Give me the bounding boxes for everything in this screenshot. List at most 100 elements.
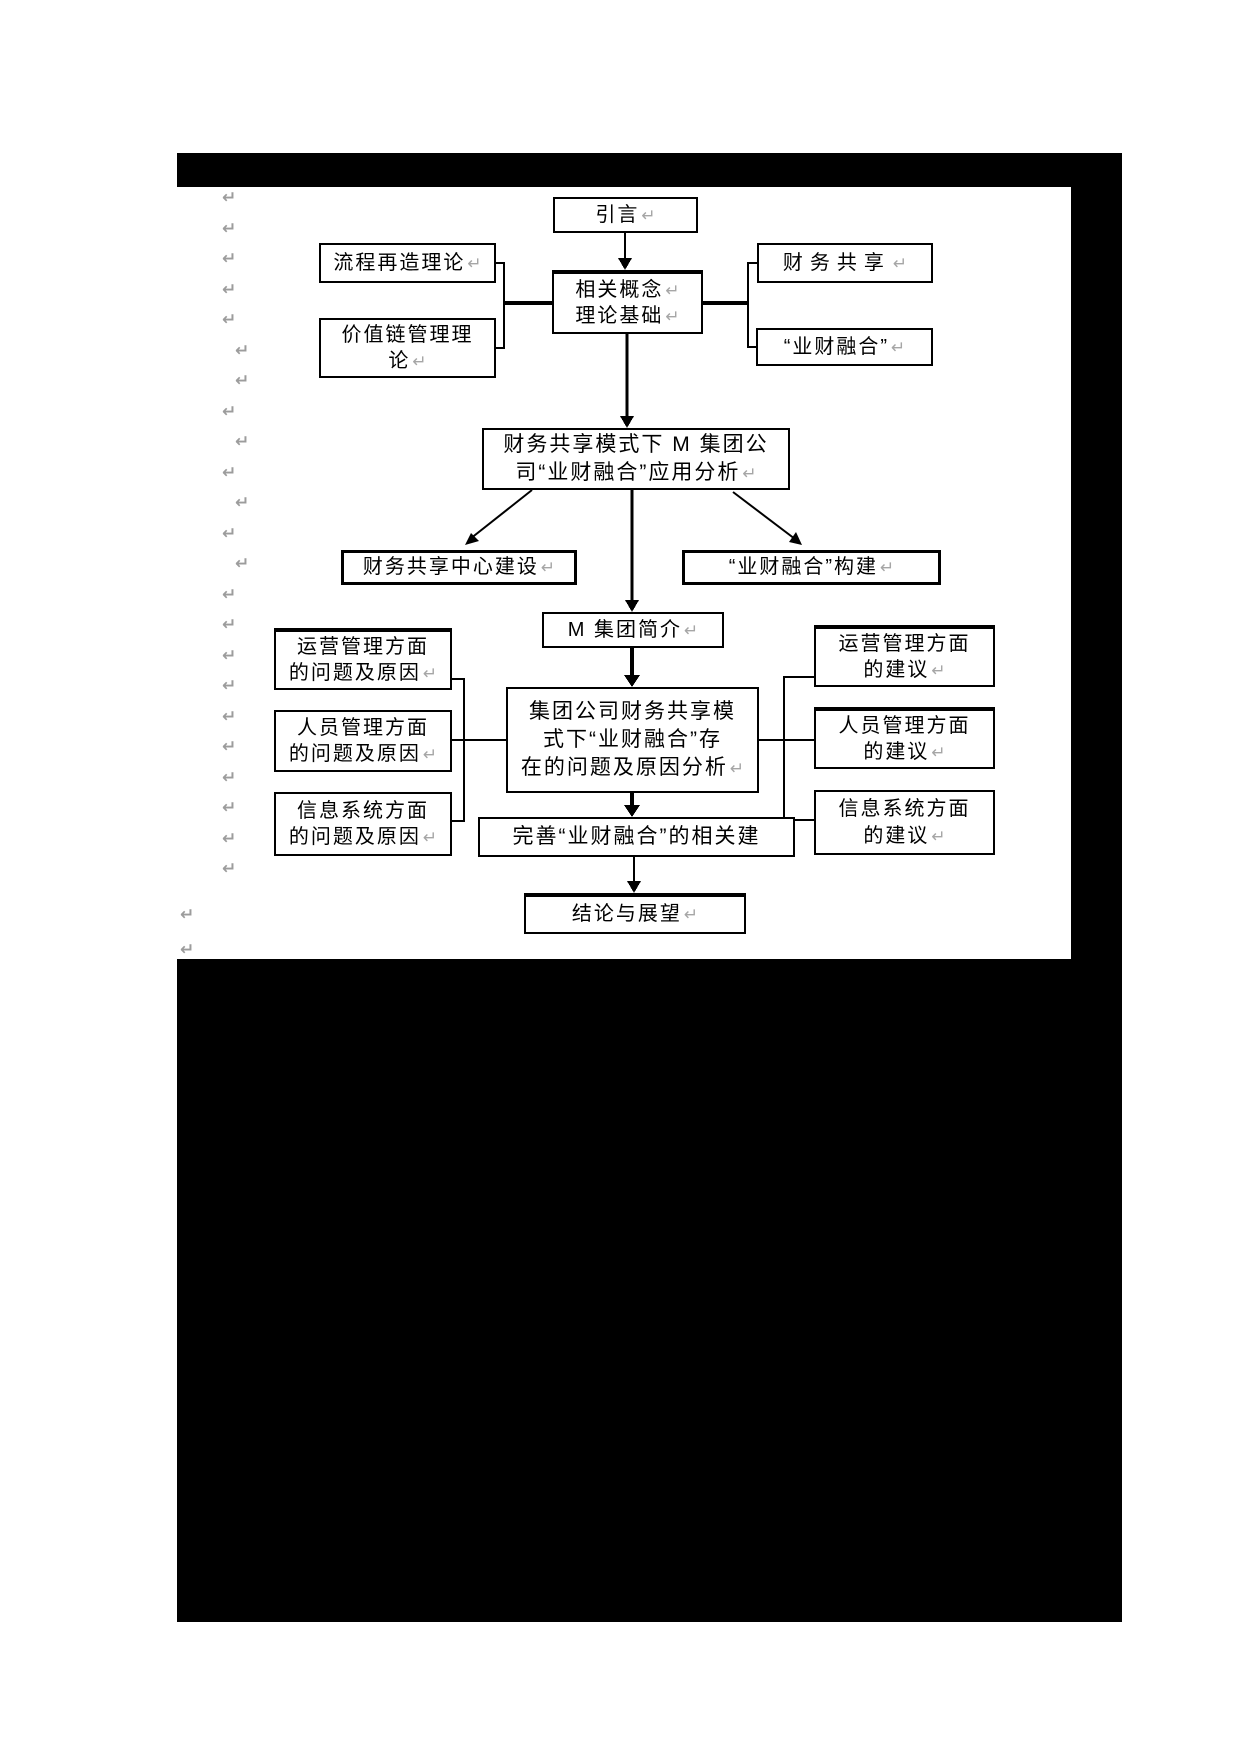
flow-box-label: 的问题及原因↵ xyxy=(288,826,438,848)
flow-box-label: 的建议↵ xyxy=(863,824,946,847)
bracket-theory-right xyxy=(703,262,757,348)
paragraph-return-mark: ↵ xyxy=(235,341,250,361)
flow-box-label: “业财融合”↵ xyxy=(783,335,906,358)
flow-box-label: 运营管理方面 xyxy=(297,635,429,658)
flow-box-intro: 引言↵ xyxy=(553,197,698,233)
pilcrow-mark: ↵ xyxy=(742,464,757,484)
flow-box-label: 财务共享↵ xyxy=(782,251,908,274)
paragraph-return-mark: ↵ xyxy=(222,859,237,879)
flow-box-label: 理论基础↵ xyxy=(575,305,680,327)
flow-box-label: 人员管理方面 xyxy=(838,714,971,737)
flow-box-label: 信息系统方面 xyxy=(297,799,429,822)
flow-box-label: 人员管理方面 xyxy=(297,716,429,739)
arrow-perfect-to-conclusion xyxy=(627,857,641,893)
flow-box-group-introduction: M 集团简介↵ xyxy=(542,612,724,648)
paragraph-return-mark: ↵ xyxy=(222,615,237,635)
paragraph-return-mark: ↵ xyxy=(222,798,237,818)
paragraph-return-mark: ↵ xyxy=(222,188,237,208)
flow-box-personnel-problems: 人员管理方面 的问题及原因↵ xyxy=(274,710,452,772)
pilcrow-mark: ↵ xyxy=(641,205,656,226)
arrow-concepts-to-apply xyxy=(620,334,634,428)
arrow-apply-to-bfi-build xyxy=(732,491,802,545)
flow-box-perfect-integration-suggestions: 完善“业财融合”的相关建 xyxy=(478,817,795,857)
flow-box-label: 财务共享模式下 M 集团公 xyxy=(503,433,769,457)
pilcrow-mark: ↵ xyxy=(931,661,946,681)
pilcrow-mark: ↵ xyxy=(891,337,906,358)
bracket-theory-left xyxy=(496,262,552,349)
paragraph-return-mark: ↵ xyxy=(222,310,237,330)
pilcrow-mark: ↵ xyxy=(931,743,946,763)
flow-box-business-finance-integration: “业财融合”↵ xyxy=(756,328,933,366)
flow-box-label: 结论与展望↵ xyxy=(571,903,699,926)
paragraph-return-mark: ↵ xyxy=(222,829,237,849)
bracket-problems-left xyxy=(452,678,506,822)
pilcrow-mark: ↵ xyxy=(540,558,556,579)
paragraph-return-mark: ↵ xyxy=(222,585,237,605)
bracket-suggestions-right xyxy=(759,676,814,821)
pilcrow-mark: ↵ xyxy=(422,828,438,848)
flow-box-label: 信息系统方面 xyxy=(838,798,971,821)
flow-box-label: 论↵ xyxy=(388,350,427,372)
paragraph-return-mark: ↵ xyxy=(235,432,250,452)
pilcrow-mark: ↵ xyxy=(931,826,946,847)
paragraph-return-mark: ↵ xyxy=(222,707,237,727)
paragraph-return-mark: ↵ xyxy=(222,249,237,269)
arrow-analysis-to-perfect xyxy=(624,793,640,817)
flow-box-label: 在的问题及原因分析↵ xyxy=(520,755,745,779)
flow-box-label: 相关概念↵ xyxy=(575,278,680,301)
flow-box-label: M 集团简介↵ xyxy=(567,618,699,641)
flow-box-operation-problems: 运营管理方面 的问题及原因↵ xyxy=(274,628,452,690)
paragraph-return-mark: ↵ xyxy=(222,280,237,300)
flow-box-label: 价值链管理理 xyxy=(341,323,474,346)
paragraph-return-mark: ↵ xyxy=(222,737,237,757)
pilcrow-mark: ↵ xyxy=(422,664,438,684)
paragraph-return-mark: ↵ xyxy=(222,768,237,788)
flow-box-label: 完善“业财融合”的相关建 xyxy=(512,825,761,849)
flow-box-label: 式下“业财融合”存 xyxy=(543,728,722,752)
arrow-group-to-analysis xyxy=(624,648,640,687)
flow-box-sharing-center-construction: 财务共享中心建设↵ xyxy=(341,550,577,585)
paragraph-return-mark: ↵ xyxy=(222,219,237,239)
flow-box-problem-cause-analysis: 集团公司财务共享模 式下“业财融合”存 在的问题及原因分析↵ xyxy=(506,687,759,793)
flow-box-label: 的问题及原因↵ xyxy=(288,662,438,684)
flow-box-label: 流程再造理论↵ xyxy=(333,251,482,274)
pilcrow-mark: ↵ xyxy=(665,307,680,327)
flow-box-process-reengineering: 流程再造理论↵ xyxy=(319,243,496,283)
arrow-apply-to-group-intro xyxy=(625,490,639,612)
flow-box-label: 集团公司财务共享模 xyxy=(529,700,736,724)
pilcrow-mark: ↵ xyxy=(412,352,427,372)
pilcrow-mark: ↵ xyxy=(683,905,699,926)
flow-box-label: 的建议↵ xyxy=(863,741,946,763)
connector-lines xyxy=(452,233,814,893)
flow-box-label: 司“业财融合”应用分析↵ xyxy=(515,461,757,484)
flow-box-label: 财务共享中心建设↵ xyxy=(362,556,556,579)
flow-box-operation-suggestions: 运营管理方面 的建议↵ xyxy=(814,625,995,687)
flow-box-integration-construction: “业财融合”构建↵ xyxy=(682,550,941,585)
arrow-intro-to-concepts xyxy=(618,233,632,270)
flow-box-label: 的问题及原因↵ xyxy=(288,743,438,765)
flow-box-information-system-problems: 信息系统方面 的问题及原因↵ xyxy=(274,792,452,856)
paragraph-return-mark: ↵ xyxy=(235,371,250,391)
paragraph-return-mark: ↵ xyxy=(222,524,237,544)
pilcrow-mark: ↵ xyxy=(665,280,680,301)
paragraph-return-mark: ↵ xyxy=(235,493,250,513)
paragraph-return-mark: ↵ xyxy=(222,676,237,696)
pilcrow-mark: ↵ xyxy=(422,745,438,765)
pilcrow-mark: ↵ xyxy=(729,758,745,779)
paragraph-return-mark: ↵ xyxy=(222,402,237,422)
pilcrow-mark: ↵ xyxy=(467,253,482,274)
selection-black-region: 引言↵ 流程再造理论↵ 价值链管理理 论↵ 相关概念↵ 理论基础↵ 财务共享↵ … xyxy=(177,153,1122,1622)
paragraph-return-mark: ↵ xyxy=(180,905,195,925)
paragraph-return-mark: ↵ xyxy=(180,940,195,960)
pilcrow-mark: ↵ xyxy=(880,558,895,579)
flow-box-label: 运营管理方面 xyxy=(838,632,971,655)
paragraph-return-mark: ↵ xyxy=(222,463,237,483)
flow-box-label: “业财融合”构建↵ xyxy=(728,556,895,579)
flow-box-label: 的建议↵ xyxy=(863,659,946,681)
flow-box-information-system-suggestions: 信息系统方面 的建议↵ xyxy=(814,790,995,855)
pilcrow-mark: ↵ xyxy=(683,620,699,641)
pilcrow-mark: ↵ xyxy=(892,253,908,274)
paragraph-return-mark: ↵ xyxy=(222,646,237,666)
flow-box-conclusion-outlook: 结论与展望↵ xyxy=(524,893,746,934)
